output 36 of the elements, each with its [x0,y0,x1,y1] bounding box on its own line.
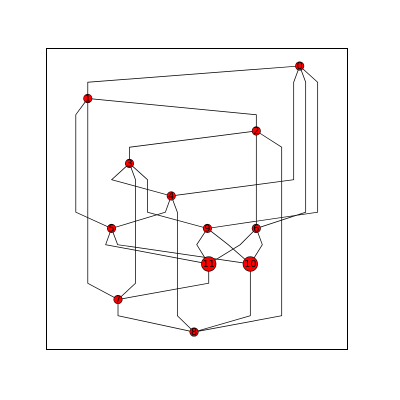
connector [105,232,202,263]
connector [118,303,190,332]
connector [254,232,263,258]
connector [214,231,254,261]
node-circle [114,294,123,304]
node-circle [252,126,262,136]
node-circle [203,224,212,233]
connector [112,232,244,264]
node-circle [107,224,116,233]
connector [132,166,204,228]
connector [175,70,299,196]
node-circle [201,256,217,272]
connector [76,102,108,228]
connector [212,68,318,228]
connector [172,200,192,330]
connector [88,66,296,95]
connector [92,98,257,128]
node-circle [166,191,176,200]
node-circle [242,256,258,272]
node-circle [190,327,199,337]
connector [198,132,282,332]
connector [210,230,246,260]
node-circle [252,224,262,233]
connector [111,166,168,196]
node-circle [295,61,304,71]
plot-frame: 0 1 2 3 4 5 9 6 11 10 7 8 [46,48,348,350]
connector [116,200,170,228]
node-circle [84,94,93,104]
connector [121,167,136,297]
connector [198,270,251,332]
node-circle [125,158,134,168]
connector [256,134,257,225]
connector [88,102,115,298]
connector [122,270,210,300]
connector [129,131,253,160]
connector [260,70,306,228]
